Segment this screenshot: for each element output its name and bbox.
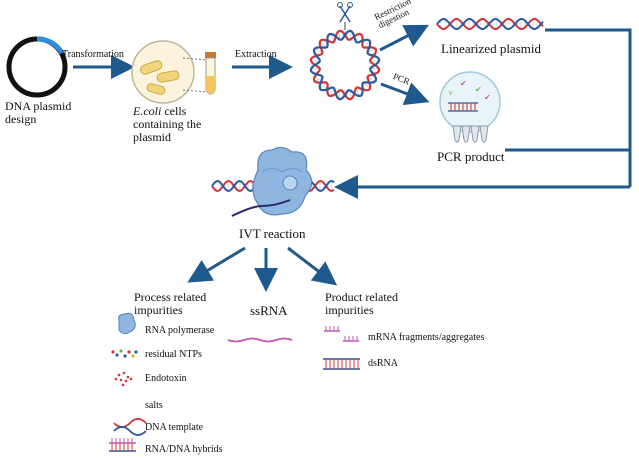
dna-plasmid-design-label: DNA plasmid design [5,99,72,127]
rna-polymerase-legend-icon [118,312,136,335]
svg-text:⋎: ⋎ [448,89,453,97]
tube-icon [205,52,216,95]
plasmid-design-icon [6,36,68,98]
salts-label: salts [145,400,163,411]
ivt-reaction-label: IVT reaction [239,226,306,241]
dsrna-icon [323,358,360,370]
pcr-product-label: PCR product [437,149,505,164]
process-related-heading: Process related impurities [134,290,207,318]
transformation-label: Transformation [62,49,124,60]
rna-dna-hybrid-icon [109,438,136,452]
ecoli-label: E.coli cells containing the plasmid [133,104,202,145]
rna-dna-hybrids-label: RNA/DNA hybrids [145,444,223,455]
ntps-icon [111,349,138,358]
ivt-rna-strand [231,199,291,217]
pcr-arrow [380,82,430,105]
svg-text:✔: ✔ [475,85,482,94]
ecoli-dish-icon [131,40,209,104]
residual-ntps-label: residual NTPs [145,349,202,360]
dna-template-label: DNA template [145,422,204,433]
connector-line [545,28,632,187]
pcr-tubes-icon: ✔ ✔ ✔ ⋎ [439,71,501,143]
svg-text:✔: ✔ [460,79,467,88]
endotoxin-label: Endotoxin [145,373,187,384]
mrna-fragments-label: mRNA fragments/aggregates [368,332,485,343]
product-arrow [287,246,338,286]
svg-text:✔: ✔ [484,93,491,102]
ssrna-label: ssRNA [250,303,288,318]
scissors-icon [337,2,353,30]
polymerase-icon [252,146,313,216]
restriction-arrow [379,24,430,52]
dna-template-icon [113,418,147,436]
process-arrow [187,246,246,283]
dsrna-label: dsRNA [368,358,399,369]
mrna-fragments-icon [324,326,359,342]
rna-polymerase-label: RNA polymerase [145,325,215,336]
ssrna-icon [227,337,293,343]
product-related-heading: Product related impurities [325,290,398,318]
endotoxin-icon [114,371,133,387]
linearized-dna-icon [436,18,544,30]
plasmid-icon [309,29,381,101]
linearized-plasmid-label: Linearized plasmid [441,41,541,56]
extraction-label: Extraction [235,49,277,60]
